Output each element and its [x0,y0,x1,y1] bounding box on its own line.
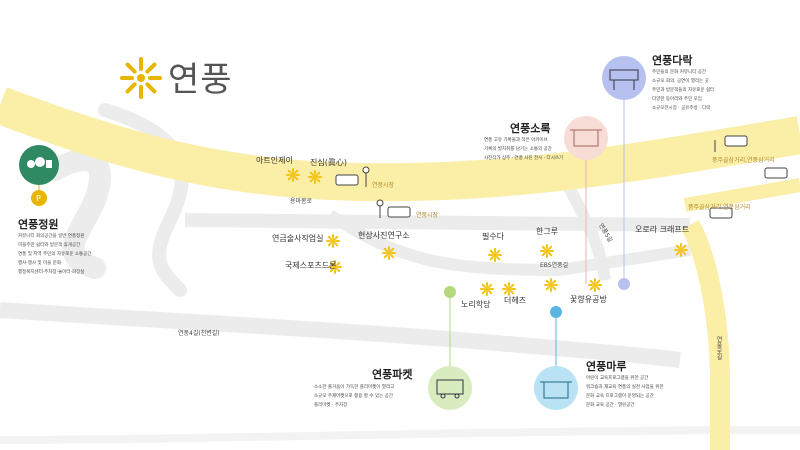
bus-stop-icon [335,166,370,187]
road-label-vertical: 연풍로길 [715,336,722,360]
sorok-desc-line: 기록의 발자취를 남기는 소통의 공간 [484,147,552,152]
market-circle [428,366,472,410]
maru-desc-line: 어린이 교육프로그램을 위한 공간 [586,376,649,381]
maru-dot [550,306,562,318]
road-label-bottom: 연풍4길(천변길) [178,330,220,337]
flower-marker-icon[interactable] [328,260,342,274]
place-art-indie[interactable]: 아트인제이 [256,156,293,165]
maru-circle [534,366,578,410]
road-label-market-2: 연풍시장 [416,212,439,219]
garden-title[interactable]: 연풍정원 [18,218,59,231]
flower-marker-icon[interactable] [382,246,396,260]
road-label-right-mid: 풍주골삼거리,연풍삼거리 [688,204,751,211]
house-icon [570,129,602,147]
darak-desc-line: 주민들의 문화 커뮤니티 공간 [652,70,706,75]
market-title[interactable]: 연풍파켓 [372,368,413,381]
minor-road-west [98,103,189,297]
road-label-market-1: 연풍시장 [372,182,395,189]
minor-road-left [44,149,111,279]
flower-marker-icon[interactable] [674,243,688,257]
trees-icon [27,157,52,168]
flower-marker-icon[interactable] [286,168,300,182]
market-dot [444,286,456,298]
logo-text: 연풍 [168,60,233,100]
place-sports[interactable]: 국제스포츠드론 [285,261,337,270]
maru-desc-line: 문화 교육 프로그램이 운영되는 공간 [586,394,654,399]
darak-desc-line: 주민과 방문객들의 자유로운 쉼터 [652,88,715,93]
maru-title[interactable]: 연풍마루 [586,360,627,373]
market-desc-line: 소규모 주제마켓으로 활용 할 수 있는 공간 [314,394,393,399]
garden-desc-line: 커뮤니티 회의공간을 일반 연풍정원 [18,234,85,239]
sorok-desc-line: 연풍 고유 기록물과 작은 아카이브 [484,138,548,143]
darak-desc-line: 소규모전시장 · 공유주방 · 다락 [652,106,711,111]
place-embroidery[interactable]: 연금술사작업실 [272,234,324,243]
flower-marker-icon[interactable] [588,278,602,292]
flower-marker-icon[interactable] [480,282,494,296]
place-orora[interactable]: 오로라 크래프트 [635,225,690,234]
sorok-desc-line: 사진작가 상주 · 연풍 사진 전시 · 다시쓰기 [484,156,564,161]
sun-flower-icon [120,57,162,99]
road-label-right-top: 풍주골삼거리,연풍삼거리 [712,157,775,164]
maru-desc-line: 워크숍과 재교육 연풍의 실천 사업을 위한 [586,385,664,390]
garden-desc-line: 행사·행사 및 마을 문화 [18,261,61,266]
garden-desc: 커뮤니티 회의공간을 일반 연풍정원 마을주민 쉼터와 방문객 휴게공간 연풍 … [18,232,91,277]
place-hyunsang[interactable]: 현상사진연구소 [358,231,410,240]
bottom-road [0,302,681,368]
place-hangrue[interactable]: 한그루 [536,227,559,236]
flower-marker-icon[interactable] [488,248,502,262]
maru-desc: 어린이 교육프로그램을 위한 공간 워크숍과 재교육 연풍의 실천 사업을 위한… [586,374,664,410]
garden-desc-line: 행정복지센터·주차장·놀이터·화장실 [18,270,85,275]
garden-desc-line: 마을주민 쉼터와 방문객 휴게공간 [18,243,81,248]
flower-marker-icon[interactable] [502,282,516,296]
place-noriakdang[interactable]: 노리학당 [461,300,491,309]
bus-stop-icon [764,167,788,179]
main-road [0,87,800,202]
market-desc-line: 플리마켓 · 주차장 [314,403,348,408]
parking-circle [31,190,47,206]
garden-desc-line: 연풍 및 지역 주민의 자유로운 소통공간 [18,252,92,257]
vertical-road [681,220,730,450]
flower-marker-icon[interactable] [544,278,558,292]
sorok-desc: 연풍 고유 기록물과 작은 아카이브 기록의 발자취를 남기는 소통의 공간 사… [484,136,563,163]
minor-road-middle [184,213,691,232]
parking-p: P [36,194,41,203]
darak-desc-line: 소규모 회의, 공연이 열리는 곳 [652,79,709,84]
market-desc-line: 소소한 즐거움이 가득한 플리마켓이 열리고 [314,385,395,390]
bottom-edge-road [0,426,800,444]
flower-marker-icon[interactable] [308,170,322,184]
bus-stop-icon [709,207,733,219]
pavilion-icon [609,69,639,90]
flower-marker-icon[interactable] [326,234,340,248]
market-desc: 소소한 즐거움이 가득한 플리마켓이 열리고 소규모 주제마켓으로 활용 할 수… [314,383,394,410]
place-pilsuda[interactable]: 필수다 [482,232,505,241]
darak-desc: 주민들의 문화 커뮤니티 공간 소규모 회의, 공연이 열리는 곳 주민과 방문… [652,68,714,113]
bus-stop-icon [714,135,748,152]
maru-desc-line: 문화 교육 공간 · 열린공간 [586,403,635,408]
sorok-circle [564,116,608,160]
darak-title[interactable]: 연풍다락 [652,54,693,67]
sorok-title[interactable]: 연풍소록 [510,122,551,135]
food-truck-icon [436,379,464,399]
building-icon [540,381,572,399]
ebs-road [326,209,691,277]
darak-dot [618,278,630,290]
darak-circle [602,56,646,100]
road-label-left: 용마봉로 [290,198,313,205]
darak-desc-line: 다양한 동아리와 주민 모임 [652,97,702,102]
place-jinsim[interactable]: 진심(眞心) [310,158,347,167]
place-deheos[interactable]: 더헤즈 [504,296,527,305]
bus-stop-icon [376,199,411,218]
road-label-ebs: EBS연풍길 [540,262,569,269]
flower-marker-icon[interactable] [540,244,554,258]
right-branch-road [683,178,800,212]
place-kkot[interactable]: 꽃향유공방 [570,295,607,304]
